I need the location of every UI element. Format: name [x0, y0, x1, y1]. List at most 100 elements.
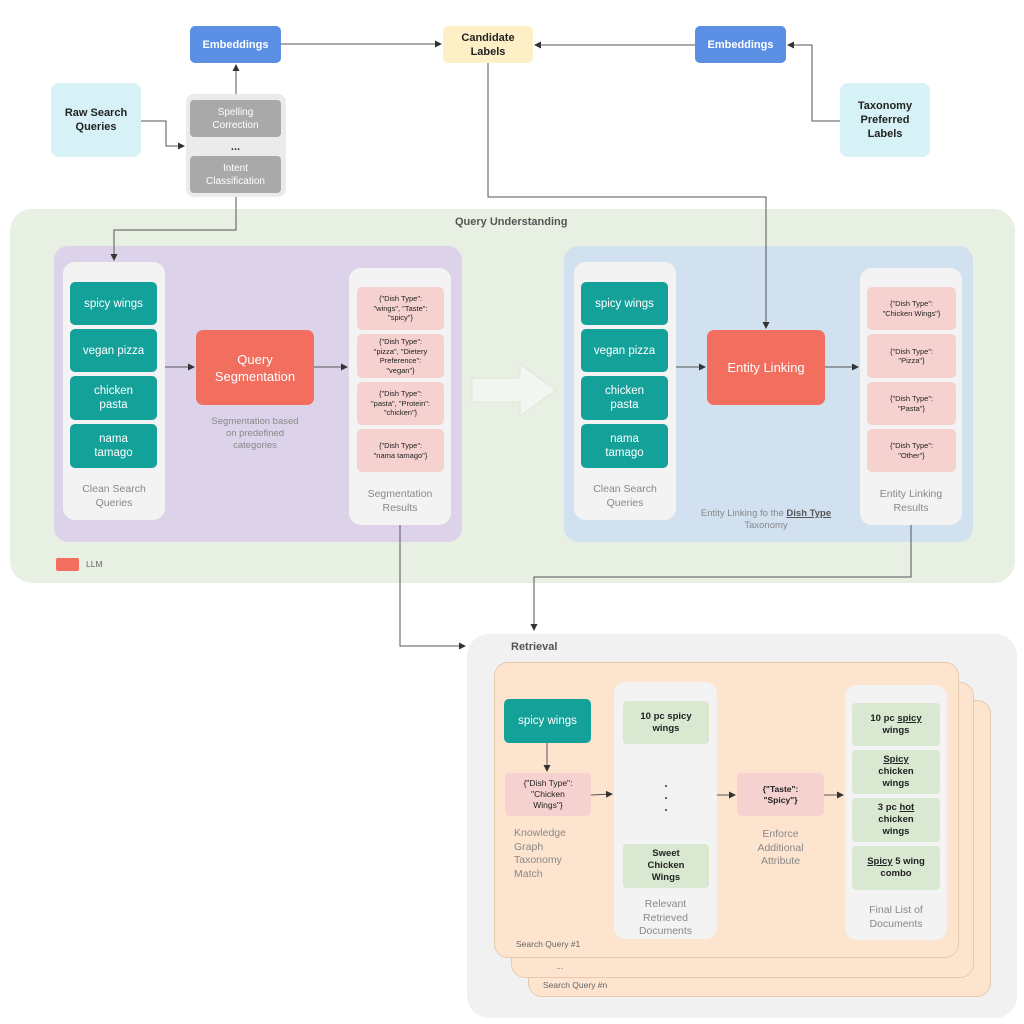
link-result-4: {"Dish Type": "Other"}	[867, 429, 956, 472]
attr-caption-l2: Additional	[757, 841, 804, 854]
final-doc-1-u: spicy	[897, 712, 922, 724]
link-result-1-l1: {"Dish Type":	[889, 299, 934, 308]
entity-linking-note-bold: Dish Type	[786, 508, 832, 519]
kg-label-l1: {"Dish Type":	[523, 778, 573, 788]
seg-result-3: {"Dish Type": "pasta", "Protein": "chick…	[357, 382, 444, 425]
docs-dots: . . .	[623, 775, 709, 815]
spelling-line1: Spelling	[217, 106, 254, 118]
query-segmentation-llm: Query Segmentation	[196, 330, 314, 405]
doc-bottom: Sweet Chicken Wings	[623, 844, 709, 888]
link-results-caption-l2: Results	[893, 501, 929, 514]
final-doc-2-l1: Spicy	[883, 754, 908, 766]
entity-linking-note: Entity Linking fo the Dish Type Taxonomy	[684, 508, 848, 532]
seg-result-3-l2: "pasta", "Protein":	[370, 398, 430, 408]
final-doc-3: 3 pc hot chicken wings	[852, 798, 940, 842]
query-understanding-title: Query Understanding	[455, 216, 568, 228]
search-query-1-label: Search Query #1	[516, 939, 581, 949]
docs-caption-l3: Documents	[638, 925, 693, 937]
final-doc-2-l2: chicken	[878, 766, 914, 777]
intent-classification-box: Intent Classification	[190, 156, 281, 193]
seg-queries-caption: Clean Search Queries	[63, 483, 165, 510]
link-results-caption: Entity Linking Results	[860, 488, 962, 515]
kg-caption-l3: Taxonomy	[514, 854, 562, 866]
seg-query-3: chicken pasta	[70, 376, 157, 420]
link-queries-caption-l1: Clean Search	[593, 483, 657, 495]
seg-result-2-l4: "vegan"}	[386, 365, 415, 375]
docs-caption-l2: Retrieved	[643, 911, 688, 924]
llm-legend-label: LLM	[86, 559, 103, 569]
link-query-1-l1: spicy wings	[595, 297, 654, 310]
intent-line1: Intent	[222, 162, 249, 174]
seg-results-caption-l1: Segmentation	[367, 488, 433, 500]
raw-queries-line2: Queries	[75, 121, 117, 133]
seg-results-caption: Segmentation Results	[349, 488, 451, 515]
seg-result-1-l3: "spicy"}	[388, 313, 413, 323]
candidate-labels-line2: Labels	[470, 45, 506, 58]
link-query-2-l1: vegan pizza	[593, 344, 656, 357]
seg-result-2-l2: "pizza", "Dietery	[373, 346, 428, 356]
final-doc-4-l2: combo	[880, 868, 912, 879]
link-query-4-l1: nama	[610, 433, 639, 445]
retrieval-query-box: spicy wings	[504, 699, 591, 743]
seg-result-2-l3: Preference":	[379, 356, 422, 365]
transition-arrow-icon	[471, 363, 557, 417]
final-doc-1: 10 pc spicy wings	[852, 703, 940, 746]
taste-attribute-box: {"Taste": "Spicy"}	[737, 773, 824, 816]
final-doc-3-l1: 3 pc hot	[878, 802, 914, 814]
taxonomy-preferred-labels-box: Taxonomy Preferred Labels	[840, 83, 930, 157]
link-result-3-l2: "Pasta"}	[897, 403, 925, 413]
entity-linking-note-prefix: Entity Linking fo the	[700, 508, 787, 519]
search-query-stack-ellipsis: ...	[556, 961, 564, 971]
attr-l2: "Spicy"}	[763, 794, 798, 805]
embeddings-right-box: Embeddings	[695, 26, 786, 63]
llm-legend-swatch	[56, 558, 79, 571]
retrieval-title: Retrieval	[511, 641, 558, 653]
kg-caption-l4: Match	[514, 867, 543, 880]
link-query-3: chicken pasta	[581, 376, 668, 420]
seg-query-4-l1: nama	[99, 433, 128, 445]
link-result-1: {"Dish Type": "Chicken Wings"}	[867, 287, 956, 330]
final-doc-4-post: 5 wing	[892, 856, 925, 867]
seg-result-2: {"Dish Type": "pizza", "Dietery Preferen…	[357, 334, 444, 378]
link-result-2-l2: "Pizza"}	[898, 356, 925, 365]
seg-result-4: {"Dish Type": "nama tamago"}	[357, 429, 444, 472]
seg-result-3-l1: {"Dish Type":	[378, 389, 423, 399]
doc-top-l2: wings	[652, 722, 680, 734]
seg-queries-caption-l1: Clean Search	[82, 483, 146, 495]
seg-query-1: spicy wings	[70, 282, 157, 325]
link-query-3-l2: pasta	[610, 399, 639, 411]
entity-linking-llm: Entity Linking	[707, 330, 825, 405]
link-queries-caption-l2: Queries	[606, 496, 644, 509]
final-doc-3-l3: wings	[882, 826, 910, 837]
link-result-2: {"Dish Type": "Pizza"}	[867, 334, 956, 378]
seg-llm-caption-l3: categories	[233, 440, 277, 451]
seg-query-4-l2: tamago	[94, 447, 133, 459]
docs-caption: Relevant Retrieved Documents	[614, 898, 717, 939]
final-doc-4: Spicy 5 wing combo	[852, 846, 940, 890]
seg-query-4: nama tamago	[70, 424, 157, 468]
kg-caption-l2: Graph	[514, 840, 544, 853]
final-doc-2-l3: wings	[882, 778, 910, 789]
link-result-2-l1: {"Dish Type":	[889, 346, 934, 356]
link-result-4-l1: {"Dish Type":	[889, 441, 934, 450]
raw-queries-line1: Raw Search	[64, 107, 128, 119]
entity-linking-label: Entity Linking	[727, 360, 805, 375]
link-query-1: spicy wings	[581, 282, 668, 325]
kg-dish-type-box: {"Dish Type": "Chicken Wings"}	[505, 773, 591, 816]
final-doc-1-l2: wings	[882, 724, 910, 736]
final-doc-3-pre: 3 pc	[877, 802, 900, 813]
seg-query-2: vegan pizza	[70, 329, 157, 372]
seg-llm-caption: Segmentation based on predefined categor…	[196, 416, 314, 452]
seg-llm-caption-l1: Segmentation based	[211, 416, 299, 427]
raw-search-queries-box: Raw Search Queries	[51, 83, 141, 157]
attr-caption-l3: Attribute	[760, 855, 801, 867]
doc-top-l1: 10 pc spicy	[640, 710, 692, 722]
link-result-3: {"Dish Type": "Pasta"}	[867, 382, 956, 425]
spelling-correction-box: Spelling Correction	[190, 100, 281, 137]
final-doc-4-l1: Spicy 5 wing	[867, 856, 925, 868]
intent-line2: Classification	[206, 175, 265, 187]
kg-label-l2: "Chicken	[531, 789, 565, 799]
retrieval-query-label: spicy wings	[518, 715, 577, 727]
link-result-4-l2: "Other"}	[898, 450, 925, 460]
